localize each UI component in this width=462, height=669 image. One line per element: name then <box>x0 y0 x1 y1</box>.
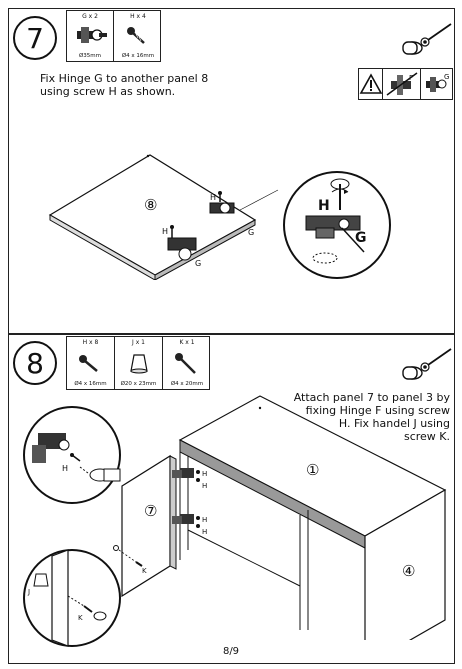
step7-part-hinge-g: G x 2 Ø35mm <box>67 11 114 61</box>
part-quantity: K x 1 <box>179 339 195 346</box>
instruction-line: Fix Hinge G to another panel 8 <box>40 72 209 85</box>
panel-4-label: ④ <box>402 562 415 580</box>
step8-parts-box: H x 8 Ø4 x 16mm J x 1 Ø20 x 23mm K x 1 <box>66 336 210 390</box>
step7-parts-box: G x 2 Ø35mm H x 4 Ø4 <box>66 10 161 62</box>
part-quantity: J x 1 <box>132 339 145 346</box>
label-h: H <box>202 482 207 490</box>
step8-panel <box>8 334 455 664</box>
warning-triangle-icon <box>359 69 383 99</box>
callout-h: H <box>162 227 168 236</box>
screw-icon <box>163 347 211 379</box>
part-quantity: G x 2 <box>82 13 98 20</box>
callout-g: G <box>248 228 254 237</box>
panel-label: ⑧ <box>144 196 157 214</box>
screw-icon <box>67 347 114 379</box>
label-h: H <box>202 470 207 478</box>
no-hammer-icon: F <box>383 69 421 99</box>
hinge-g-upper <box>209 191 235 214</box>
instruction-line: using screw H as shown. <box>40 85 176 98</box>
hinge-detail-icon: G <box>421 69 454 99</box>
instruction-line: H. Fix handel J using <box>338 417 450 430</box>
knob-icon <box>115 347 162 379</box>
step8-cabinet-illustration: H H H H J K ① ④ ⑦ <box>101 390 455 668</box>
step8-part-screw-k: K x 1 Ø4 x 20mm <box>163 337 211 389</box>
hinge-g-lower <box>167 225 197 261</box>
step7-number: 7 <box>13 16 57 60</box>
page-number: 8/9 <box>222 646 240 657</box>
step8-part-screw-h: H x 8 Ø4 x 16mm <box>67 337 115 389</box>
panel-1-label: ① <box>306 461 319 479</box>
callout-h: H <box>210 193 216 202</box>
screwdriver-icon <box>395 345 455 385</box>
step8-instruction: Attach panel 7 to panel 3 by fixing Hing… <box>240 391 450 443</box>
callout-g: G <box>195 259 201 268</box>
detail-h: H <box>318 198 330 214</box>
panel-7-label: ⑦ <box>144 502 157 520</box>
part-size: Ø4 x 16mm <box>74 381 107 387</box>
part-size: Ø35mm <box>78 53 102 59</box>
part-size: Ø4 x 20mm <box>170 381 204 387</box>
screwdriver-icon <box>395 20 455 60</box>
label-j: J <box>27 588 30 596</box>
instruction-line: screw K. <box>403 430 450 443</box>
step7-part-screw-h: H x 4 Ø4 x 16mm <box>114 11 162 61</box>
step8-hinge-detail: H <box>22 405 122 505</box>
screw-icon <box>114 21 162 51</box>
instruction-line: Attach panel 7 to panel 3 by <box>293 391 450 404</box>
step8-number: 8 <box>13 341 57 385</box>
instruction-line: fixing Hinge F using screw <box>305 404 450 417</box>
label-k: K <box>142 567 147 575</box>
part-size: Ø20 x 23mm <box>120 381 157 387</box>
label-k: K <box>78 614 83 622</box>
svg-text:F: F <box>409 74 413 82</box>
label-h: H <box>202 528 207 536</box>
step8-part-knob-j: J x 1 Ø20 x 23mm <box>115 337 163 389</box>
step7-instruction: Fix Hinge G to another panel 8 using scr… <box>40 72 260 98</box>
detail-g: G <box>355 230 367 246</box>
hinge-icon <box>67 21 113 51</box>
part-quantity: H x 4 <box>130 13 146 20</box>
svg-text:G: G <box>444 73 449 81</box>
step7-panel <box>8 8 455 334</box>
step7-hinge-detail: H G <box>282 170 392 280</box>
part-size: Ø4 x 16mm <box>121 53 155 59</box>
part-quantity: H x 8 <box>82 339 99 346</box>
label-h: H <box>202 516 207 524</box>
step7-panel-illustration: ⑧ H G H G <box>40 150 280 281</box>
step7-warning-box: F G <box>358 68 453 100</box>
label-h: H <box>62 464 68 473</box>
step8-knob-detail: J K <box>22 548 122 648</box>
